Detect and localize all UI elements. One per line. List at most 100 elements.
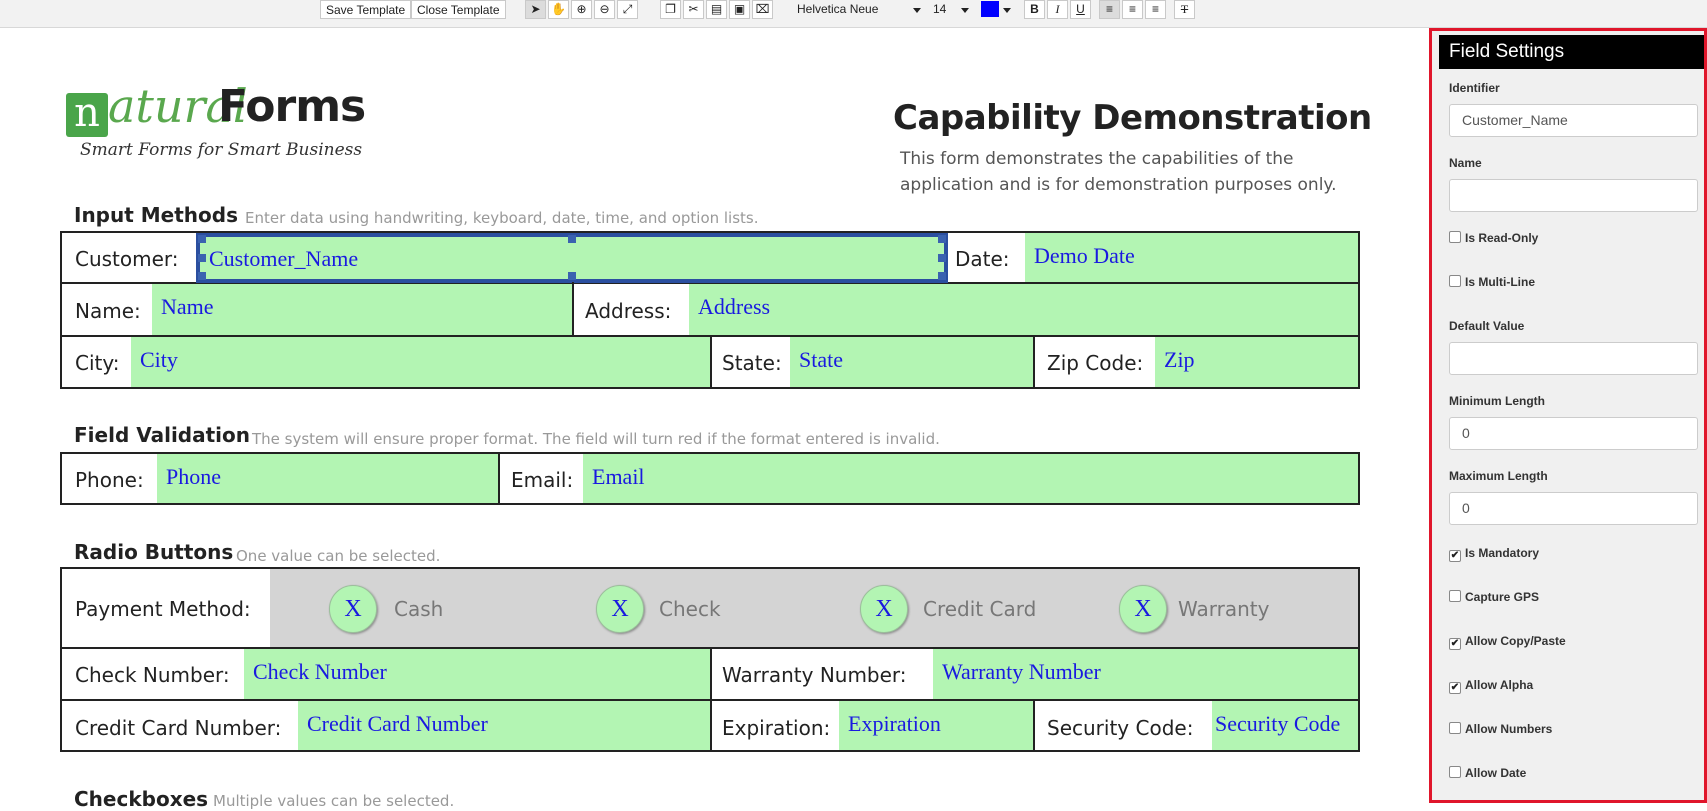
underline-button[interactable]: U — [1070, 0, 1091, 19]
identifier-label: Identifier — [1449, 81, 1500, 95]
expiration-field[interactable]: Expiration — [839, 701, 1033, 750]
radio-check[interactable]: X — [596, 585, 644, 633]
name-label: Name: — [75, 299, 141, 323]
radio-warranty[interactable]: X — [1119, 585, 1167, 633]
section-subtitle-radio-buttons: One value can be selected. — [236, 547, 441, 565]
zip-field[interactable]: Zip — [1155, 337, 1358, 387]
resize-handle[interactable] — [198, 235, 206, 243]
allow-date-label: Allow Date — [1465, 766, 1527, 780]
section-subtitle-checkboxes: Multiple values can be selected. — [213, 792, 455, 810]
city-label: City: — [75, 351, 120, 375]
save-template-button[interactable]: Save Template — [320, 0, 412, 19]
radio-cash[interactable]: X — [329, 585, 377, 633]
font-size-select[interactable]: 14 — [933, 0, 973, 19]
paste-icon[interactable]: ▤ — [706, 0, 727, 19]
zoom-out-icon[interactable]: ⊖ — [594, 0, 615, 19]
radio-credit-card[interactable]: X — [860, 585, 908, 633]
warranty-number-field[interactable]: Warranty Number — [933, 649, 1358, 699]
font-family-select[interactable]: Helvetica Neue — [797, 0, 925, 19]
checkbox-box[interactable] — [1449, 590, 1461, 602]
warranty-number-label: Warranty Number: — [722, 663, 907, 687]
phone-field[interactable]: Phone — [157, 454, 498, 503]
checkbox-box[interactable]: ✔ — [1449, 638, 1461, 650]
copy-icon[interactable]: ❐ — [660, 0, 681, 19]
cell-divider — [710, 647, 712, 751]
allow-numbers-label: Allow Numbers — [1465, 722, 1553, 736]
clear-format-button[interactable]: T — [1174, 0, 1195, 19]
city-field[interactable]: City — [131, 337, 710, 387]
state-label: State: — [722, 351, 782, 375]
resize-handle[interactable] — [568, 272, 576, 280]
checkbox-box[interactable] — [1449, 722, 1461, 734]
delete-icon[interactable]: ⌧ — [752, 0, 773, 19]
date-field[interactable]: Demo Date — [1025, 233, 1358, 282]
cell-divider — [1033, 699, 1035, 751]
check-number-label: Check Number: — [75, 663, 230, 687]
payment-method-label: Payment Method: — [75, 597, 251, 621]
mandatory-checkbox[interactable]: ✔ Is Mandatory — [1449, 546, 1539, 562]
state-field[interactable]: State — [790, 337, 1033, 387]
name-setting-input[interactable] — [1449, 179, 1698, 212]
zoom-in-icon[interactable]: ⊕ — [571, 0, 592, 19]
security-code-field[interactable]: Security Code — [1212, 701, 1358, 750]
fit-page-icon[interactable]: ⤢ — [617, 0, 638, 19]
checkbox-box[interactable] — [1449, 231, 1461, 243]
resize-handle[interactable] — [198, 272, 206, 280]
checkbox-box[interactable] — [1449, 275, 1461, 287]
mandatory-label: Is Mandatory — [1465, 546, 1540, 560]
cell-divider — [710, 335, 712, 388]
maximum-length-label: Maximum Length — [1449, 469, 1548, 483]
row-divider — [60, 282, 1360, 284]
checkbox-box[interactable]: ✔ — [1449, 682, 1461, 694]
allow-copy-paste-label: Allow Copy/Paste — [1465, 634, 1566, 648]
text-color-picker[interactable] — [980, 0, 1015, 19]
address-field[interactable]: Address — [689, 284, 1358, 335]
chevron-down-icon — [913, 8, 921, 13]
pointer-tool-icon[interactable]: ➤ — [525, 0, 546, 19]
identifier-input[interactable]: Customer_Name — [1449, 104, 1698, 137]
name-field[interactable]: Name — [152, 284, 572, 335]
italic-button[interactable]: I — [1047, 0, 1068, 19]
section-title-radio-buttons: Radio Buttons — [74, 540, 234, 564]
date-label: Date: — [955, 247, 1010, 271]
checkbox-box[interactable] — [1449, 766, 1461, 778]
check-number-field[interactable]: Check Number — [244, 649, 710, 699]
allow-numbers-checkbox[interactable]: Allow Numbers — [1449, 722, 1552, 736]
security-code-label: Security Code: — [1047, 716, 1194, 740]
font-family-value: Helvetica Neue — [797, 2, 879, 16]
email-field[interactable]: Email — [583, 454, 1358, 503]
close-template-button[interactable]: Close Template — [411, 0, 506, 19]
hand-tool-icon[interactable]: ✋ — [548, 0, 569, 19]
bold-button[interactable]: B — [1024, 0, 1045, 19]
align-left-icon[interactable]: ≡ — [1099, 0, 1120, 19]
allow-date-checkbox[interactable]: Allow Date — [1449, 766, 1526, 780]
credit-card-number-label: Credit Card Number: — [75, 716, 282, 740]
allow-alpha-label: Allow Alpha — [1465, 678, 1534, 692]
allow-alpha-checkbox[interactable]: ✔ Allow Alpha — [1449, 678, 1533, 694]
capture-gps-checkbox[interactable]: Capture GPS — [1449, 590, 1539, 604]
multi-line-checkbox[interactable]: Is Multi-Line — [1449, 275, 1535, 289]
align-center-icon[interactable]: ≡ — [1122, 0, 1143, 19]
field-settings-panel: Field Settings Identifier Customer_Name … — [1429, 28, 1707, 803]
credit-card-number-field[interactable]: Credit Card Number — [298, 701, 710, 750]
cut-icon[interactable]: ✂ — [683, 0, 704, 19]
phone-label: Phone: — [75, 468, 144, 492]
chevron-down-icon — [961, 8, 969, 13]
resize-handle[interactable] — [938, 272, 946, 280]
minimum-length-input[interactable]: 0 — [1449, 417, 1698, 450]
logo-word-forms: Forms — [218, 81, 366, 132]
resize-handle[interactable] — [938, 254, 946, 262]
section-subtitle-input-methods: Enter data using handwriting, keyboard, … — [245, 209, 759, 227]
maximum-length-input[interactable]: 0 — [1449, 492, 1698, 525]
resize-handle[interactable] — [568, 235, 576, 243]
allow-copy-paste-checkbox[interactable]: ✔ Allow Copy/Paste — [1449, 634, 1566, 650]
logo-word-natural: atural — [108, 79, 248, 133]
default-value-input[interactable] — [1449, 342, 1698, 375]
checkbox-box[interactable]: ✔ — [1449, 550, 1461, 562]
resize-handle[interactable] — [938, 235, 946, 243]
duplicate-icon[interactable]: ▣ — [729, 0, 750, 19]
resize-handle[interactable] — [198, 254, 206, 262]
align-right-icon[interactable]: ≡ — [1145, 0, 1166, 19]
read-only-checkbox[interactable]: Is Read-Only — [1449, 231, 1538, 245]
customer-label: Customer: — [75, 247, 179, 271]
